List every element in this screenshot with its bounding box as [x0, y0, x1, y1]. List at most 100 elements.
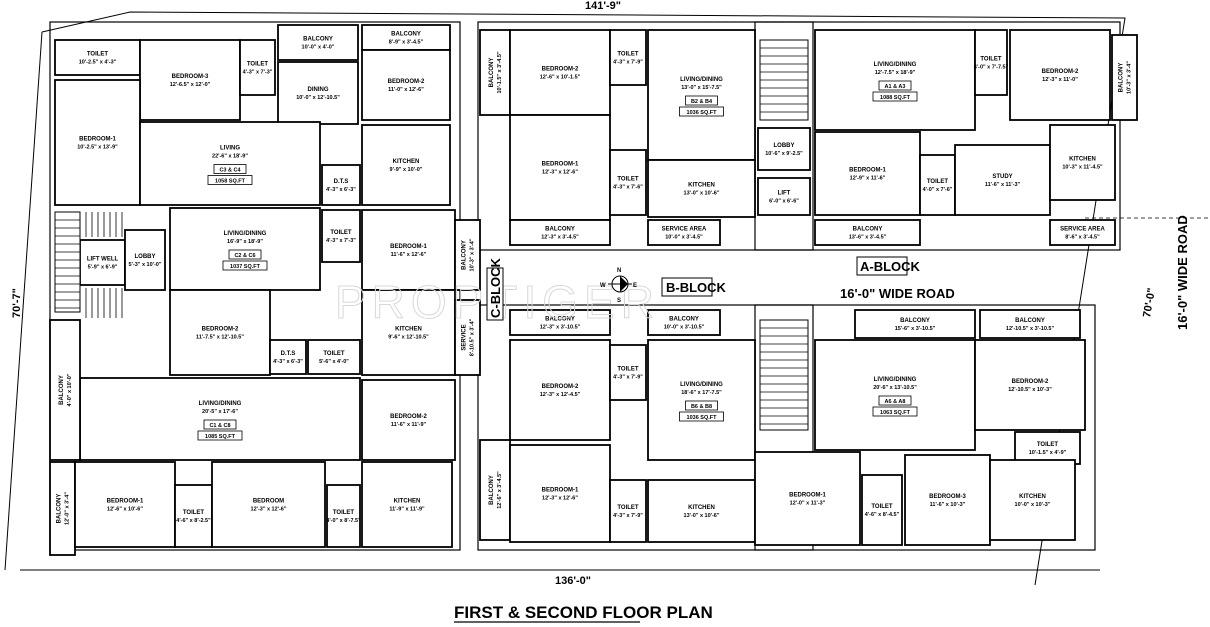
- a-block-text: A-BLOCK: [860, 259, 921, 274]
- unit-box: [878, 395, 912, 406]
- room-size: 4'-3" x 7'-6": [613, 185, 643, 191]
- room-size: 12'-0" x 3'-4": [65, 492, 71, 525]
- dimension-bottom: 136'-0": [555, 575, 591, 587]
- room-size: 4'-0" x 10'-0": [67, 373, 73, 406]
- unit-number: C3 & C4: [219, 168, 241, 174]
- unit-number: B6 & B8: [691, 404, 712, 410]
- room-name: TOILET: [617, 367, 639, 373]
- room-size: 10'-2.5" x 4'-3": [79, 60, 117, 66]
- room-name: BEDROOM-1: [542, 488, 579, 494]
- area-box: [872, 91, 918, 102]
- room-name: DINING: [308, 87, 329, 93]
- room-size: 4'-6" x 8'-4.5": [865, 512, 900, 518]
- room-bedroom-2: BEDROOM-212'-3" x 11'-0": [1009, 29, 1111, 121]
- room-size: 4'-0" x 7'-6": [923, 187, 953, 193]
- room-wall: [277, 24, 359, 61]
- room-size: 11'-0" x 12'-6": [388, 87, 424, 93]
- room-wall: [609, 149, 647, 216]
- room-wall: [509, 219, 611, 246]
- room-size: 12'-3" x 3'-4.5": [541, 235, 579, 241]
- room-name: LIVING/DINING: [680, 382, 723, 388]
- room-size: 10'-1.5" x 4'-9": [1029, 450, 1067, 456]
- room-name: STUDY: [992, 174, 1012, 180]
- room-name: BEDROOM-3: [929, 494, 966, 500]
- room-size: 10'-0" x 3'-4.5": [665, 235, 703, 241]
- stair-flight: [54, 211, 81, 313]
- room-name: BALCONY: [462, 240, 468, 270]
- room-wall: [979, 309, 1081, 339]
- unit-area: 1037 SQ.FT: [230, 264, 261, 270]
- b-block-lower-outline: [477, 304, 814, 551]
- room-wall: [609, 344, 647, 401]
- room-wall: [1009, 29, 1111, 121]
- room-size: 4'-6" x 8'-2.5": [176, 518, 211, 524]
- compass-s: S: [617, 298, 621, 304]
- unit-area: 1036 SQ.FT: [687, 110, 718, 116]
- room-name: BALCONY: [391, 32, 421, 38]
- unit-number: C2 & C6: [234, 253, 255, 259]
- room-wall: [321, 164, 361, 206]
- room-wall: [74, 461, 176, 548]
- room-size: 12'-7.5" x 18'-9": [875, 70, 916, 76]
- room-name: KITCHEN: [393, 159, 420, 165]
- room-service-area: SERVICE AREA 10'-0" x 3'-4.5": [647, 219, 721, 246]
- room-wall: [509, 339, 611, 441]
- plot-boundary-left: [4, 31, 43, 571]
- room-bedroom-2: BEDROOM-212'-10.5" x 10'-3": [974, 339, 1086, 431]
- room-wall: [754, 451, 861, 546]
- room-size: 11'-9" x 11'-9": [389, 507, 425, 513]
- room-name: BEDROOM-1: [849, 168, 886, 174]
- room-name: LOBBY: [135, 254, 156, 260]
- room-wall: [361, 49, 451, 121]
- room-size: 12'-3" x 12'-6": [542, 170, 578, 176]
- room-name: LIVING/DINING: [874, 377, 917, 383]
- room-size: 12'-3" x 12'-6": [251, 507, 287, 513]
- room-size: 11'-6" x 11'-9": [391, 422, 427, 428]
- room-wall: [277, 61, 359, 125]
- room-name: LIVING/DINING: [224, 231, 267, 237]
- room-size: 5'-3" x 10'-0": [129, 262, 162, 268]
- room-name: BALCONY: [853, 227, 883, 233]
- room-name: TOILET: [617, 177, 639, 183]
- unit-area: 1085 SQ.FT: [205, 434, 236, 440]
- room-name: SERVICE AREA: [662, 227, 707, 233]
- room-name: BALCONY: [489, 58, 495, 88]
- unit-box: [213, 164, 247, 174]
- room-name: SERVICE: [462, 324, 468, 350]
- room-bedroom-1: BEDROOM-1 12'-3" x 12'-6": [509, 114, 611, 221]
- room-name: BEDROOM-1: [789, 493, 826, 499]
- room-size: 10'-0" x 4'-0": [302, 45, 335, 51]
- room-wall: [79, 239, 126, 286]
- room-size: 20'-6" x 13'-10.5": [873, 385, 917, 391]
- area-box: [679, 411, 724, 422]
- room-name: BEDROOM-1: [542, 162, 579, 168]
- room-size: 9'-6" x 12'-10.5": [388, 335, 429, 341]
- room-wall: [307, 339, 361, 375]
- unit-box: [685, 95, 718, 106]
- room-size: 20'-5" x 17'-6": [202, 409, 238, 415]
- room-wall: [609, 29, 647, 86]
- room-wall: [1049, 219, 1116, 246]
- road-label-right: 16'-0" WIDE ROAD: [1175, 215, 1190, 330]
- room-size: 12'-6" x 3'-4.5": [497, 471, 503, 509]
- area-box: [679, 106, 724, 117]
- room-name: BEDROOM-2: [390, 414, 427, 420]
- room-size: 12'-10.5" x 3'-10.5": [1006, 326, 1055, 332]
- room-wall: [239, 39, 276, 96]
- room-name: SERVICE AREA: [1060, 227, 1105, 233]
- room-wall: [989, 459, 1076, 541]
- room-size: 4'-3" x 7'-3": [243, 70, 273, 76]
- b-block-text: B-BLOCK: [666, 280, 727, 295]
